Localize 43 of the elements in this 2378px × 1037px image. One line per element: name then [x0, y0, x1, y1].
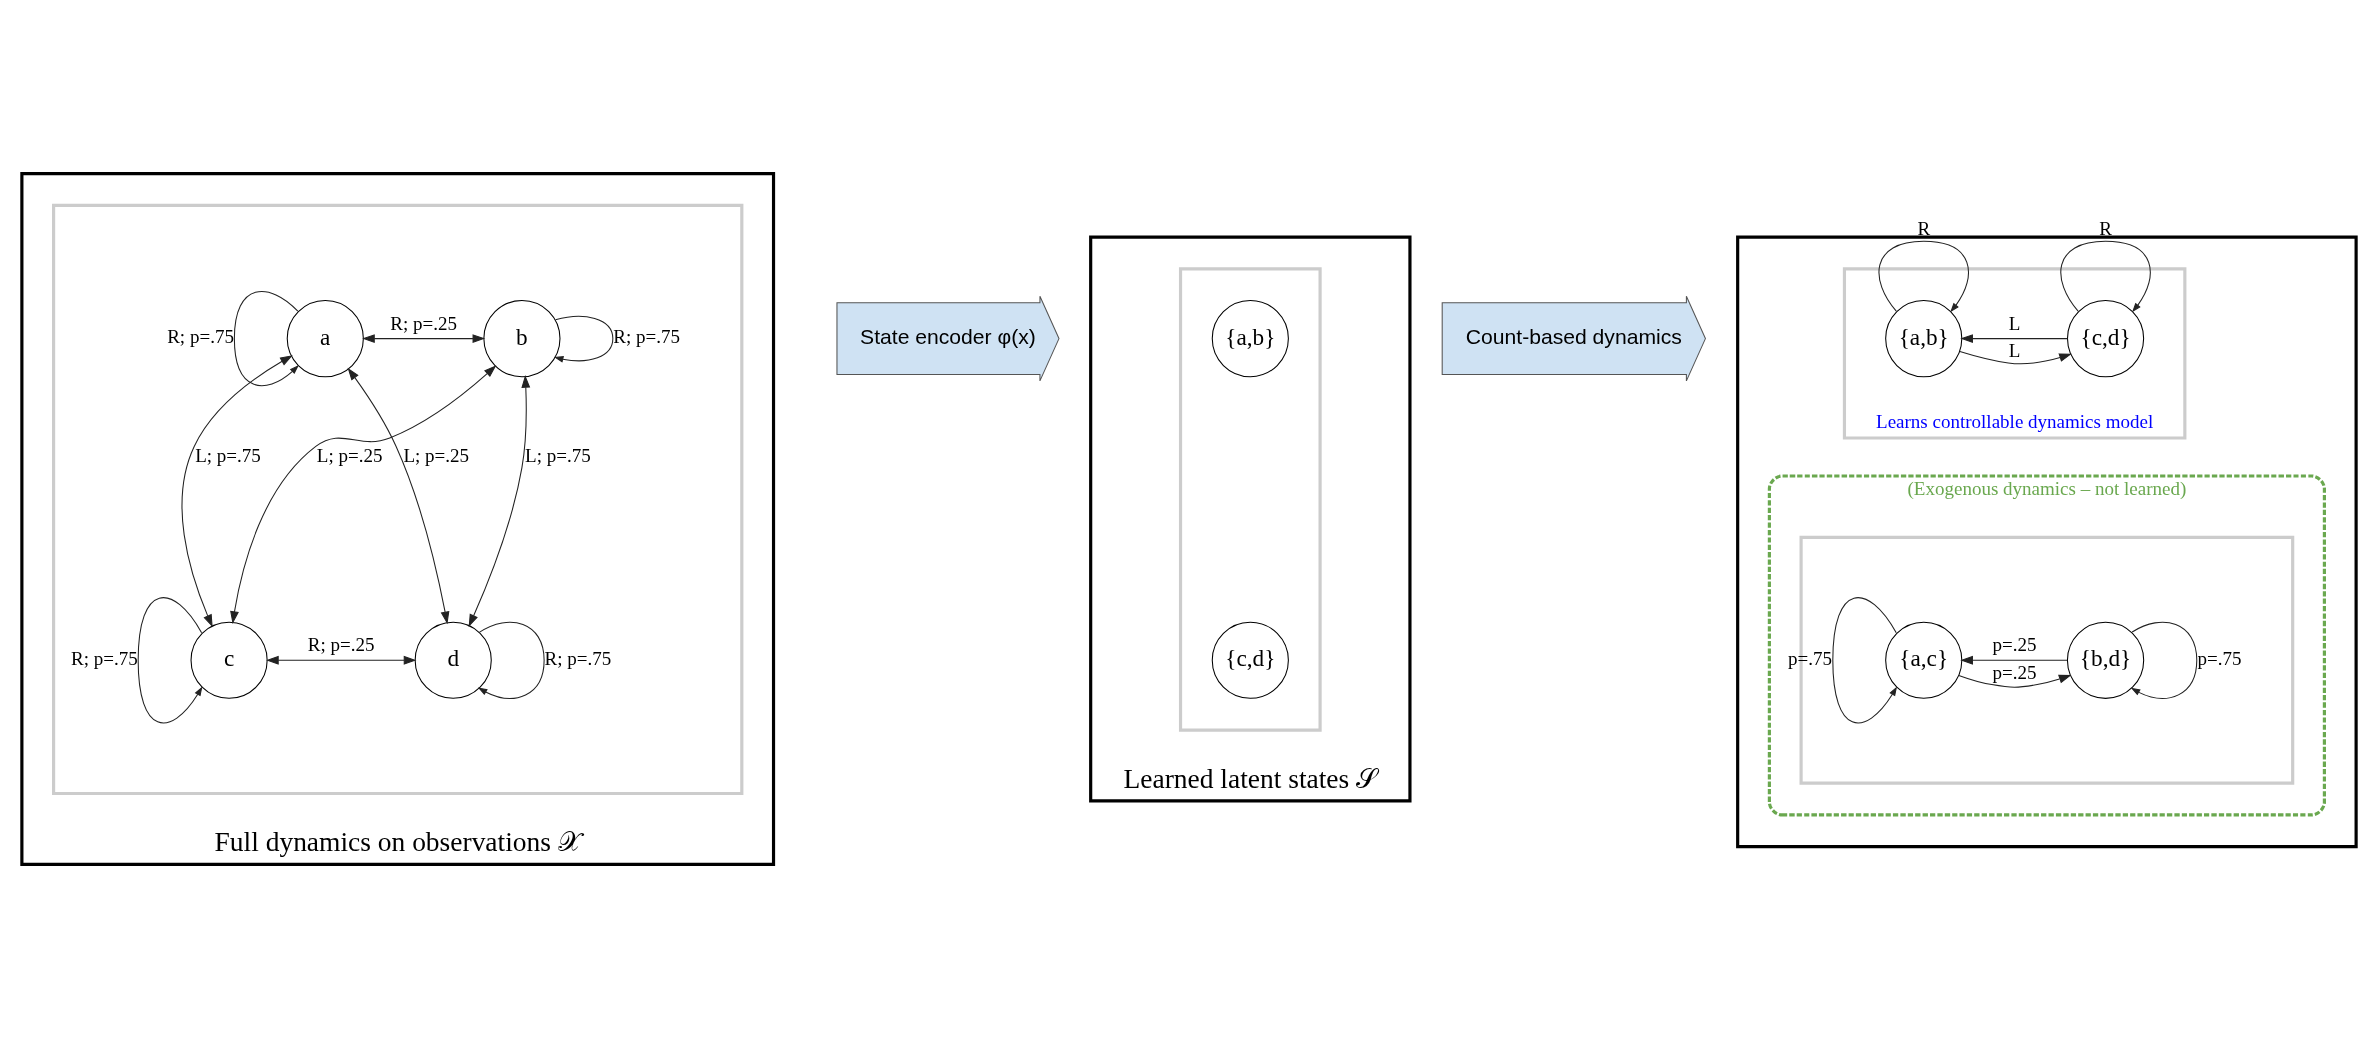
node-circle: {a,b}	[1211, 299, 1289, 377]
edge-label: R; p=.75	[70, 647, 138, 669]
arrow	[2060, 240, 2151, 312]
edge-label: R; p=.25	[390, 312, 457, 334]
edge-label: L; p=.75	[525, 444, 591, 466]
arrow	[1960, 655, 2068, 665]
edge-label: R; p=.75	[613, 325, 681, 347]
arrow	[1960, 333, 2069, 343]
edge-label: L	[2008, 339, 2021, 361]
edge-label: R	[2099, 217, 2112, 239]
edge-label: p=.75	[1788, 647, 1833, 669]
edge-label: p=.25	[1992, 633, 2037, 655]
arrow	[477, 621, 545, 699]
edge-label: R; p=.75	[167, 325, 234, 347]
edge-label: R; p=.75	[544, 647, 612, 669]
arrow	[468, 374, 531, 627]
arrow	[181, 354, 293, 627]
arrow	[230, 364, 497, 624]
arrow	[347, 367, 450, 624]
edge-label: L; p=.25	[403, 444, 470, 466]
node-circle: d	[414, 621, 492, 699]
edge-label: L; p=.25	[316, 444, 383, 466]
node-circle: {c,d}	[1211, 621, 1289, 699]
edge-label: R	[1917, 217, 1931, 239]
edge-label: L	[2008, 312, 2021, 334]
arrow	[2130, 621, 2198, 699]
arrow	[233, 290, 299, 386]
arrow	[137, 596, 203, 723]
arrow	[1959, 350, 2072, 364]
arrow	[266, 655, 417, 665]
edge-label: p=.25	[1992, 661, 2037, 683]
arrow	[1878, 240, 1969, 312]
edge-label: R; p=.25	[307, 633, 375, 655]
node-circle: {b,d}	[2066, 621, 2145, 699]
edge-label: p=.75	[2197, 647, 2242, 669]
arrow	[362, 333, 486, 343]
edge-label: L; p=.75	[195, 444, 261, 466]
arrow	[1958, 674, 2072, 688]
arrow	[1832, 596, 1898, 723]
arrow	[553, 315, 614, 363]
cluster	[1736, 235, 2358, 848]
cluster	[1178, 266, 1322, 732]
cluster	[52, 203, 744, 795]
